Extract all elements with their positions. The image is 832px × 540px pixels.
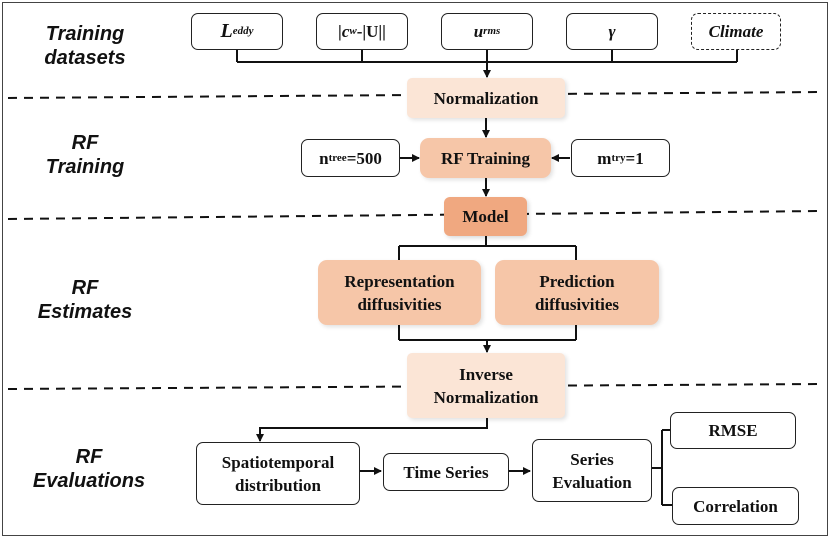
series-evaluation-box: Series Evaluation	[532, 439, 652, 502]
estimates-bracket	[398, 325, 577, 341]
rmse-box: RMSE	[670, 412, 796, 449]
dataset-climate: Climate	[691, 13, 781, 50]
rf-training-box: RF Training	[420, 138, 551, 178]
l-eddy-symbol: L	[220, 20, 233, 42]
stage-rf-training: RF Training	[45, 132, 125, 178]
cw-u-suffix: -|U||	[356, 22, 386, 41]
n-tree-symbol: n	[319, 148, 329, 168]
l-eddy-subscript: eddy	[232, 25, 254, 37]
correlation-box: Correlation	[672, 487, 799, 525]
n-tree-value: =500	[346, 148, 382, 168]
inverse-normalization-box: Inverse Normalization	[407, 353, 565, 418]
stage-training-datasets: Training datasets	[44, 23, 126, 69]
arrow-inverse-to-spatiotemporal	[256, 418, 488, 442]
m-try-symbol: m	[597, 148, 612, 168]
m-try-value: =1	[625, 148, 644, 168]
m-try-subscript: try	[611, 151, 626, 164]
stage-rf-evaluations: RF Evaluations	[32, 446, 146, 492]
separator-line-2	[7, 210, 823, 220]
dataset-gamma: γ	[566, 13, 658, 50]
spatiotemporal-distribution-box: Spatiotemporal distribution	[196, 442, 360, 505]
u-rms-symbol: u	[473, 22, 484, 41]
n-tree-subscript: tree	[328, 151, 347, 164]
stage-rf-estimates: RF Estimates	[37, 277, 133, 323]
representation-diffusivities-box: Representation diffusivities	[318, 260, 481, 325]
model-box: Model	[444, 197, 527, 236]
prediction-diffusivities-box: Prediction diffusivities	[495, 260, 659, 325]
model-bracket	[398, 236, 577, 260]
u-rms-subscript: rms	[483, 25, 501, 37]
time-series-box: Time Series	[383, 453, 509, 491]
cw-u-subscript: w	[349, 25, 357, 37]
evaluation-bracket	[652, 429, 672, 506]
dataset-bracket	[236, 50, 738, 63]
cw-u-prefix: |c	[338, 22, 350, 41]
normalization-box: Normalization	[407, 78, 565, 118]
